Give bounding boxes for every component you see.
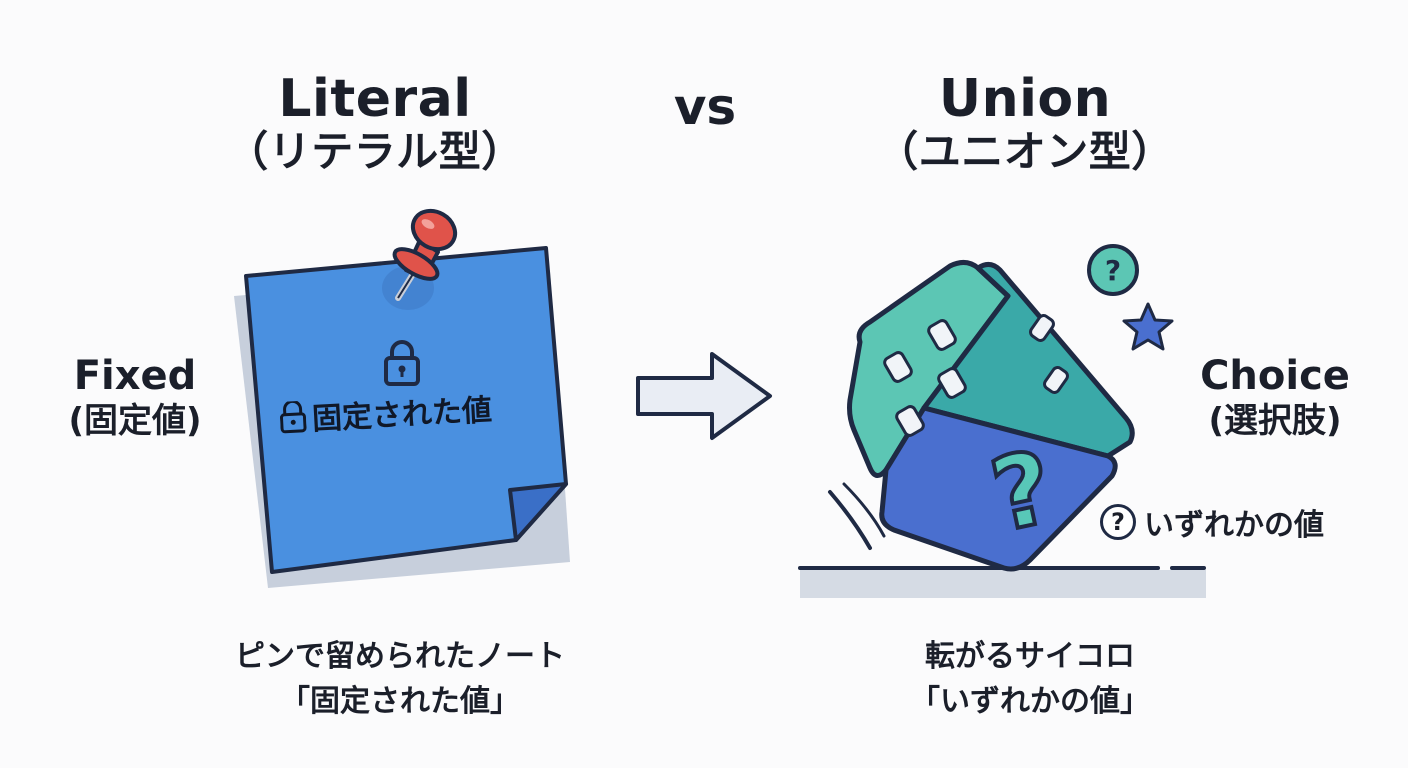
fixed-label-en: Fixed xyxy=(73,353,197,399)
literal-title: Literal （リテラル型） xyxy=(210,69,540,177)
right-arrow-icon xyxy=(636,352,772,440)
note-lock-label: 固定された値 xyxy=(279,381,571,440)
union-title-en: Union xyxy=(938,69,1112,129)
literal-caption: ピンで留められたノート 「固定された値」 xyxy=(150,634,650,724)
lock-icon xyxy=(384,340,420,386)
literal-caption-line2: 「固定された値」 xyxy=(280,684,520,719)
union-title: Union （ユニオン型） xyxy=(860,69,1190,177)
push-pin-icon xyxy=(392,208,458,301)
motion-line xyxy=(842,482,886,538)
choice-label-en: Choice xyxy=(1200,353,1350,399)
small-lock-icon xyxy=(279,400,307,434)
dice-illustration: ? ? xyxy=(798,244,1206,598)
choice-label-jp: (選択肢) xyxy=(1208,400,1342,441)
vs-label: vs xyxy=(673,78,737,136)
either-value-tag: ? いずれかの値 xyxy=(1100,500,1324,544)
question-circle-icon: ? xyxy=(1100,504,1136,540)
union-caption: 転がるサイコロ 「いずれかの値」 xyxy=(800,634,1260,724)
dice-icon: ? xyxy=(847,260,1135,572)
sticky-note-illustration xyxy=(234,208,570,588)
choice-label: Choice (選択肢) xyxy=(1180,352,1370,442)
fixed-label: Fixed (固定値) xyxy=(40,352,230,442)
floor-shadow xyxy=(800,570,1206,598)
bubble-question-mark: ? xyxy=(1105,254,1121,287)
literal-title-en: Literal xyxy=(278,69,472,129)
star-icon xyxy=(1122,302,1174,351)
literal-title-jp: （リテラル型） xyxy=(226,127,524,177)
motion-line xyxy=(828,490,872,550)
fixed-label-jp: (固定値) xyxy=(68,400,202,441)
note-fold xyxy=(508,482,568,542)
question-bubble-icon: ? xyxy=(1087,244,1139,296)
either-value-text: いずれかの値 xyxy=(1144,508,1324,543)
union-caption-line1: 転がるサイコロ xyxy=(925,639,1135,674)
union-title-jp: （ユニオン型） xyxy=(876,127,1174,177)
note-lock-text: 固定された値 xyxy=(311,392,493,438)
union-caption-line2: 「いずれかの値」 xyxy=(910,684,1150,719)
literal-caption-line1: ピンで留められたノート xyxy=(235,639,565,674)
